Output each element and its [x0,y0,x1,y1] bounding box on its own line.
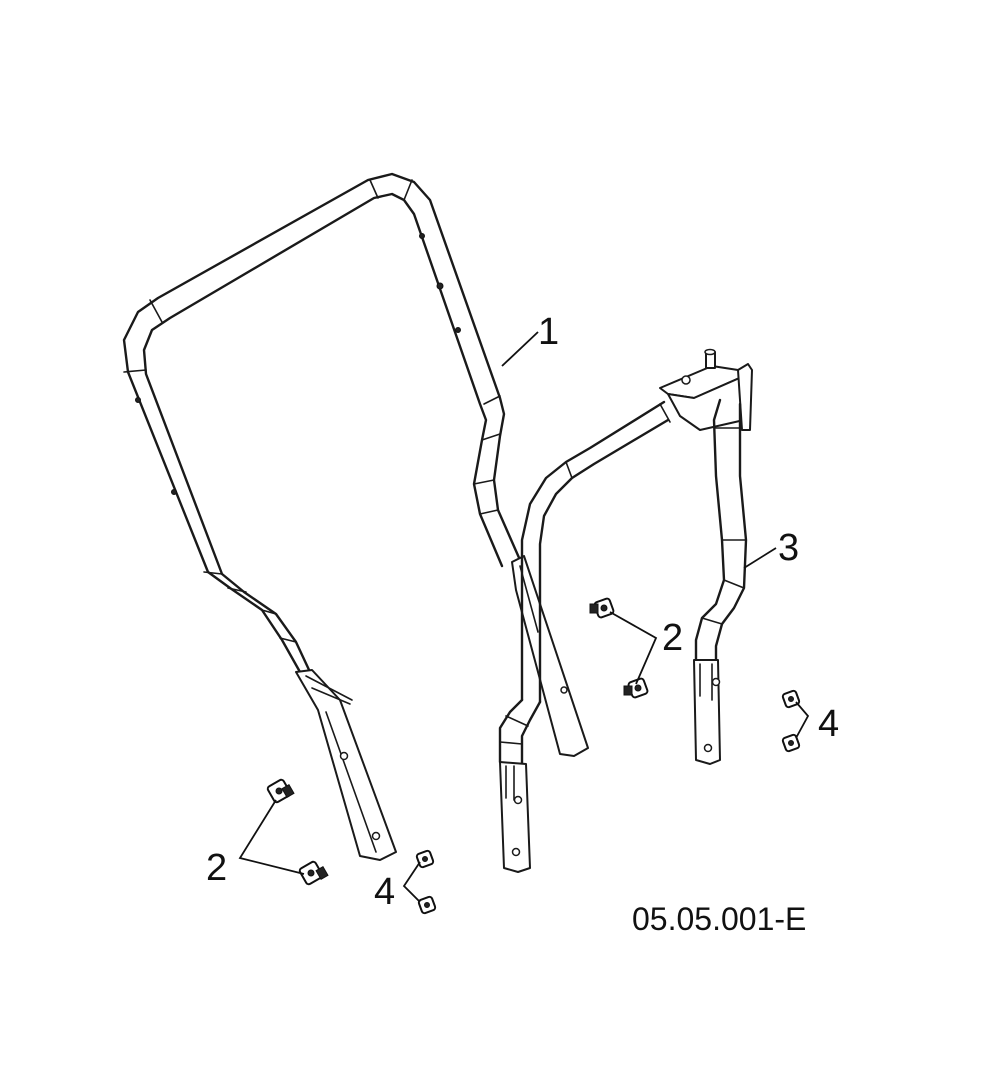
nut-group-right-part-4 [781,689,801,753]
bolt-group-right-part-2 [589,597,649,699]
nut-icon [781,689,801,709]
nut-icon [417,895,437,915]
callout-part-2-right: 2 [662,617,683,659]
callout-part-2-left: 2 [206,847,227,889]
diagram-code: 05.05.001-E [632,901,806,937]
bolt-icon [298,860,329,886]
nut-icon [781,733,801,753]
callout-part-4-left: 4 [374,871,395,913]
bolt-icon [266,778,295,804]
bolt-icon [623,677,649,699]
bolt-icon [589,597,615,619]
nut-icon [415,849,435,869]
callout-part-1: 1 [538,311,559,353]
handle-frame-part-3 [498,348,753,873]
nut-group-left-part-4 [415,849,437,915]
callout-part-3: 3 [778,527,799,569]
handle-frame-part-1 [122,172,589,861]
bolt-group-left-part-2 [266,778,329,886]
callout-part-4-right: 4 [818,703,839,745]
leader-lines [238,331,810,903]
